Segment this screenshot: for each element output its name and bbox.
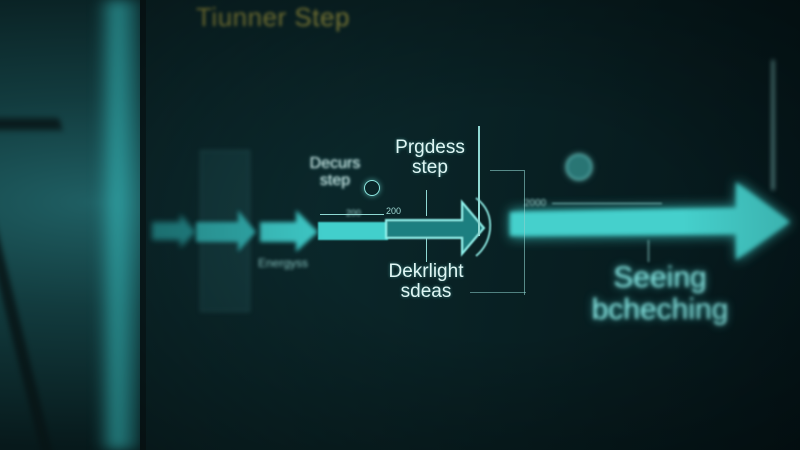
label-decurs-step: Decurs step [309, 155, 361, 189]
label-dekrlight: Dekrlight sdeas [388, 261, 464, 302]
number-label: 2000 [524, 198, 547, 209]
arrow-5 [385, 199, 486, 257]
bracket-frame [490, 170, 525, 295]
monitor-edge-glow [96, 0, 142, 450]
label-seeing: Seeing bcheching [591, 261, 729, 326]
connector-line [772, 60, 774, 190]
label-progress-step: Prgdess step [395, 137, 465, 178]
baseline [320, 214, 384, 215]
number-label: 200 [386, 206, 402, 216]
arrow-4-line [318, 222, 388, 240]
location-pin-icon [566, 154, 592, 180]
label-energy: Energyss [258, 256, 309, 270]
baseline [552, 203, 662, 204]
screen-title: Tiunner Step [196, 2, 350, 32]
connector-line [426, 238, 427, 262]
divider-line [478, 126, 480, 236]
arrow-3 [260, 210, 318, 252]
arrow-6 [510, 182, 790, 260]
connector-line [648, 240, 649, 262]
circle-marker-icon [364, 180, 380, 196]
curve-bracket [475, 197, 492, 257]
arrow-2 [196, 210, 256, 252]
arrow-1 [152, 214, 196, 248]
number-label: 200 [346, 208, 362, 218]
bracket-base [470, 292, 526, 293]
connector-line [426, 190, 427, 216]
